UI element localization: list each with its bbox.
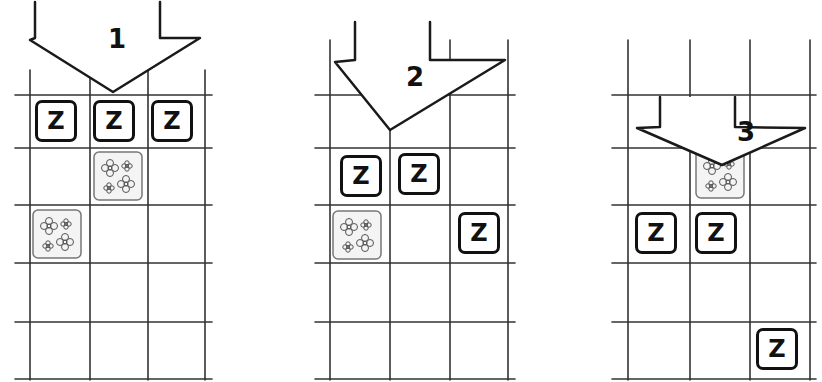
tile-letter: Z — [352, 164, 369, 188]
tile-letter: Z — [410, 162, 427, 186]
step-arrow: 1 — [28, 0, 203, 95]
z-tile: Z — [398, 153, 440, 195]
z-tile: Z — [93, 100, 135, 142]
step-number: 3 — [737, 119, 755, 145]
z-tile: Z — [695, 212, 737, 254]
z-tile: Z — [340, 155, 382, 197]
tile-letter: Z — [105, 109, 122, 133]
step-number: 1 — [108, 26, 126, 52]
tile-letter: Z — [768, 337, 785, 361]
z-tile: Z — [756, 328, 798, 370]
step-arrow: 2 — [330, 20, 508, 132]
flower-tile — [33, 210, 81, 258]
tile-letter: Z — [470, 221, 487, 245]
z-tile: Z — [151, 100, 193, 142]
tile-letter: Z — [647, 221, 664, 245]
z-tile: Z — [635, 212, 677, 254]
z-tile: Z — [458, 212, 500, 254]
tile-letter: Z — [163, 109, 180, 133]
tile-letter: Z — [47, 109, 64, 133]
flower-tile — [94, 152, 142, 200]
step-arrow: 3 — [635, 95, 807, 167]
arrow-outline — [635, 95, 807, 167]
tile-letter: Z — [707, 221, 724, 245]
z-tile: Z — [35, 100, 77, 142]
step-number: 2 — [406, 64, 424, 90]
flower-tile — [333, 211, 381, 259]
